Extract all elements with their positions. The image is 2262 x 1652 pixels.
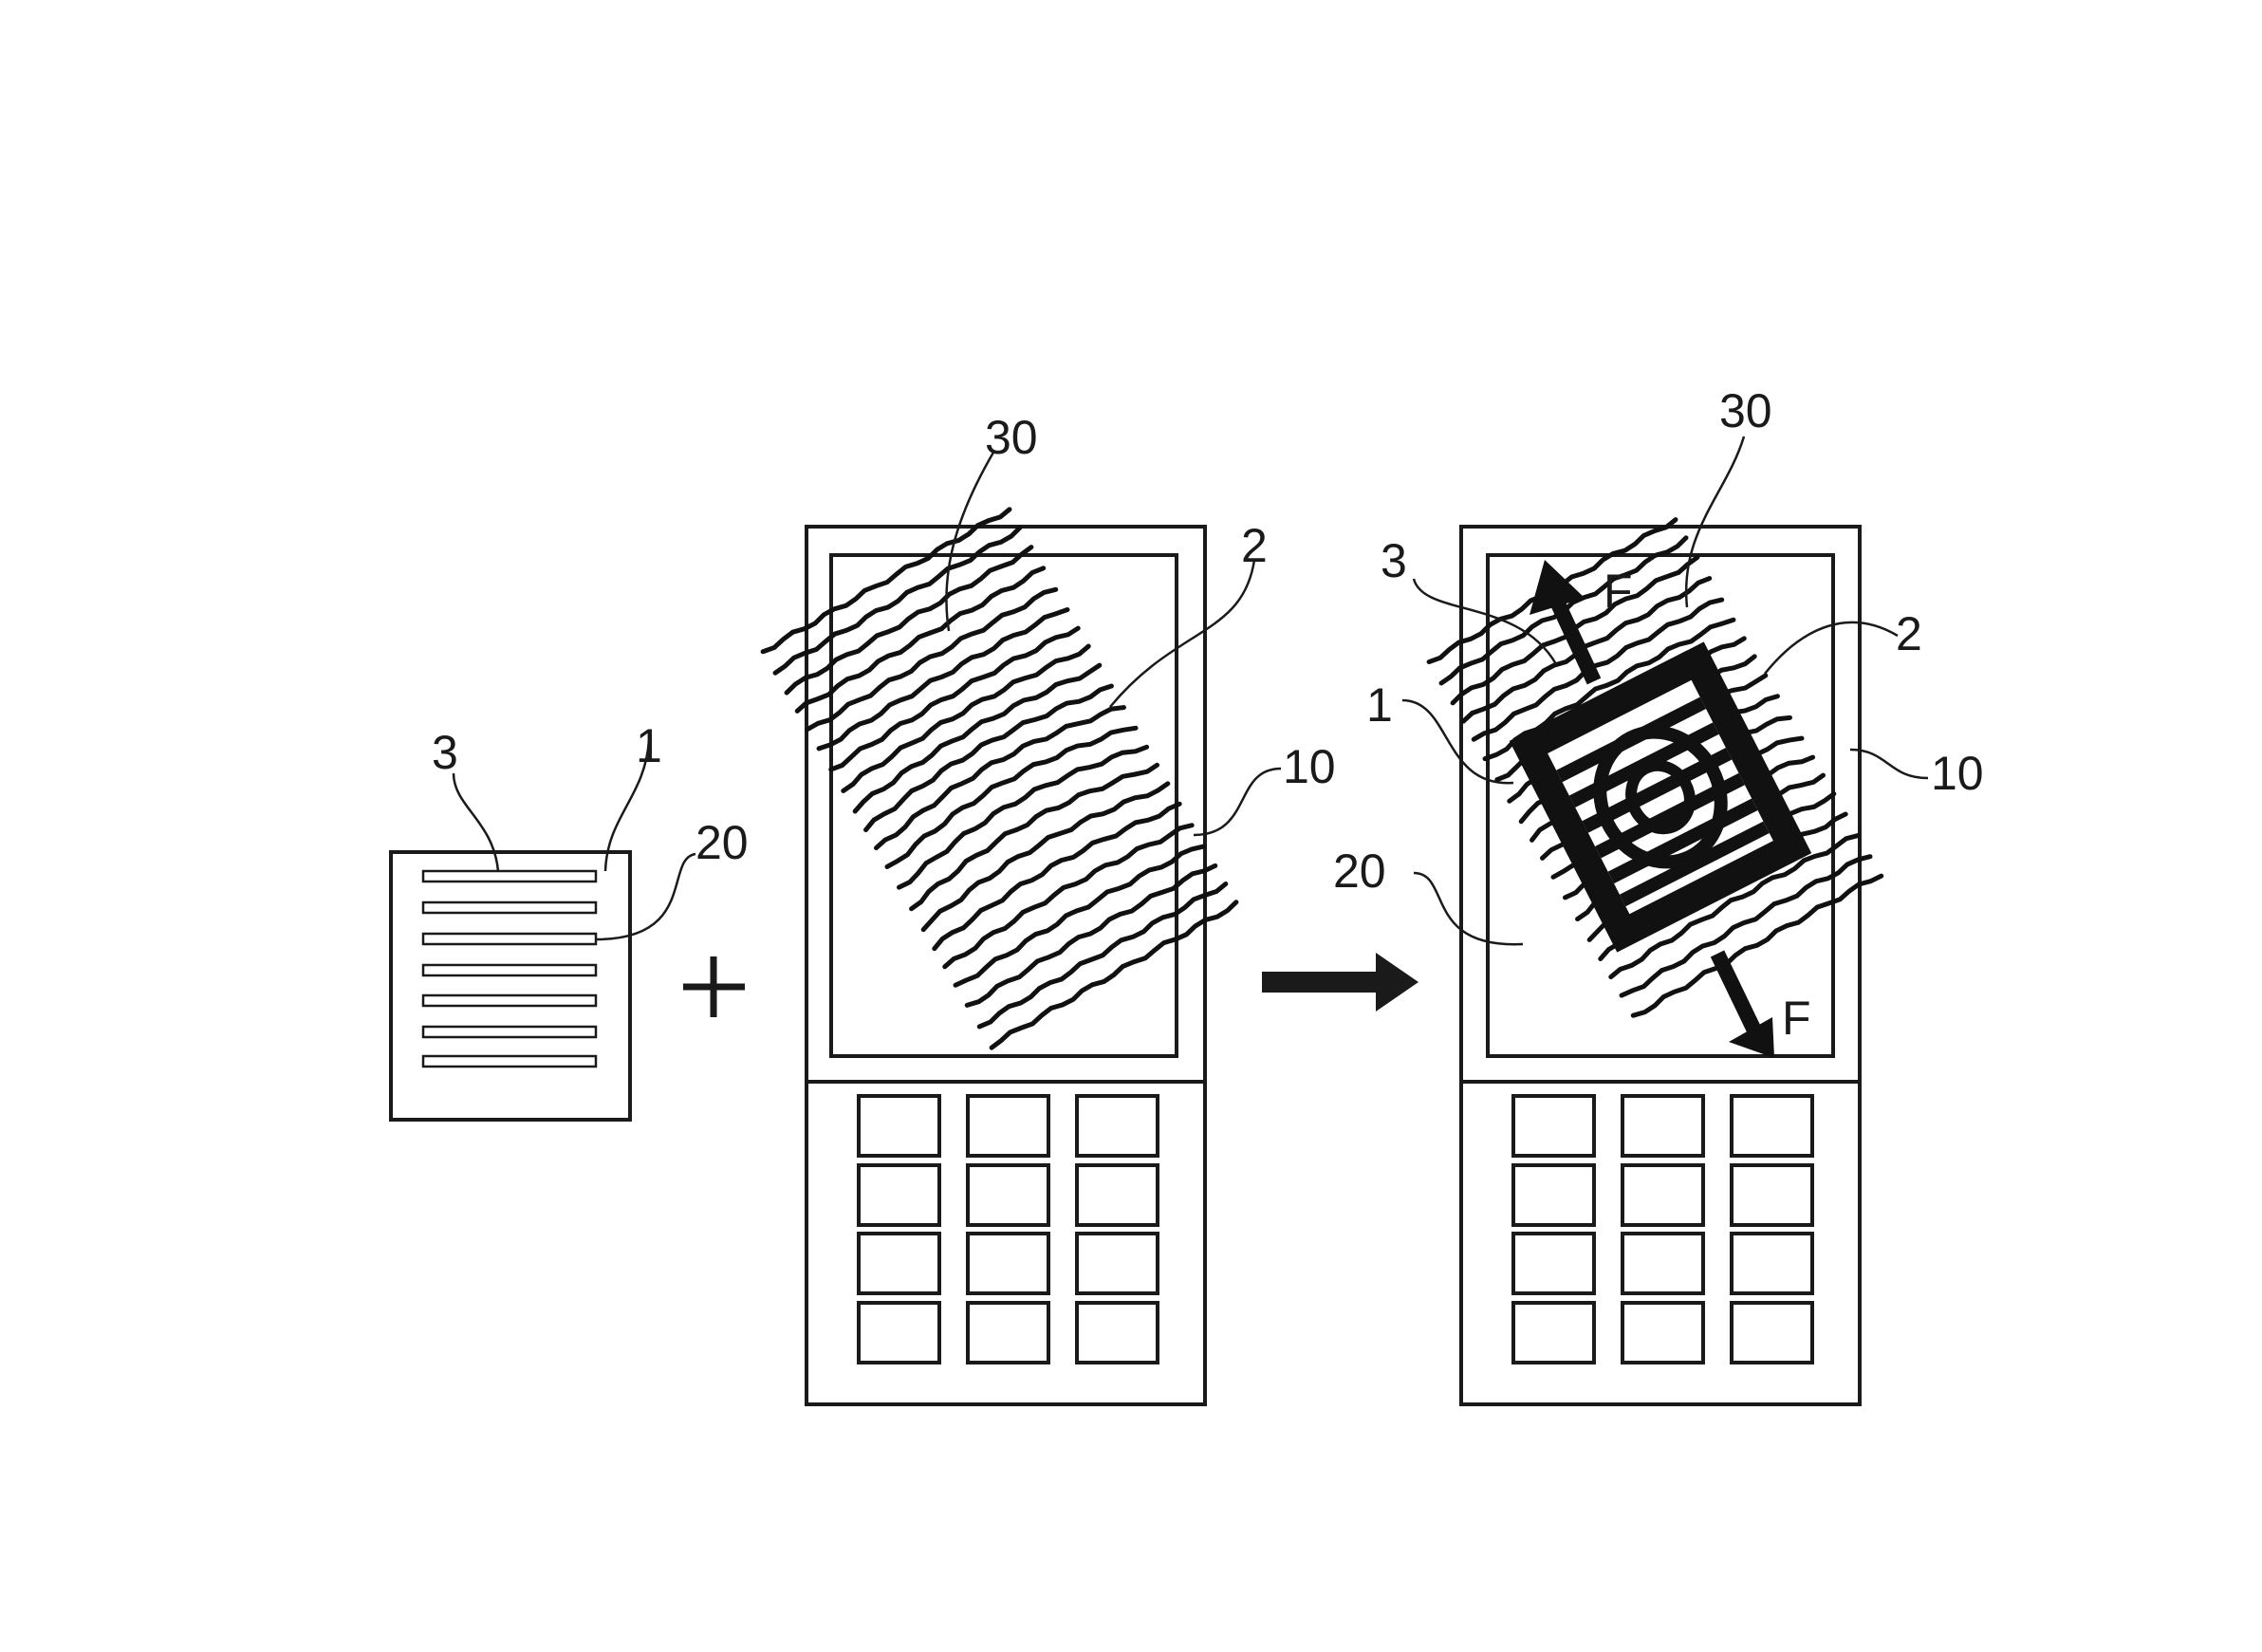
leader-right-10 bbox=[1850, 750, 1928, 778]
label-right-20: 20 bbox=[1333, 845, 1386, 898]
label-right-30: 30 bbox=[1719, 384, 1772, 437]
transition-arrow bbox=[1262, 953, 1418, 1012]
label-mid-30: 30 bbox=[985, 411, 1038, 464]
label-right-10: 10 bbox=[1931, 747, 1984, 800]
phone-right: 30 3 F 2 1 10 20 F bbox=[1333, 384, 1984, 1404]
plus-operator bbox=[683, 956, 745, 1017]
label-right-2: 2 bbox=[1896, 607, 1922, 660]
label-right-F-bottom: F bbox=[1782, 992, 1811, 1045]
label-right-F-top: F bbox=[1604, 565, 1633, 618]
phone-middle: 30 2 10 bbox=[762, 411, 1336, 1404]
label-mid-10: 10 bbox=[1283, 740, 1336, 793]
label-mid-2: 2 bbox=[1241, 519, 1268, 572]
label-sheet-20: 20 bbox=[695, 816, 749, 869]
label-right-1: 1 bbox=[1366, 678, 1393, 732]
label-right-3: 3 bbox=[1381, 534, 1407, 587]
sheet: 3 1 20 bbox=[391, 719, 749, 1120]
label-sheet-3: 3 bbox=[432, 726, 458, 779]
label-sheet-1: 1 bbox=[636, 719, 662, 772]
